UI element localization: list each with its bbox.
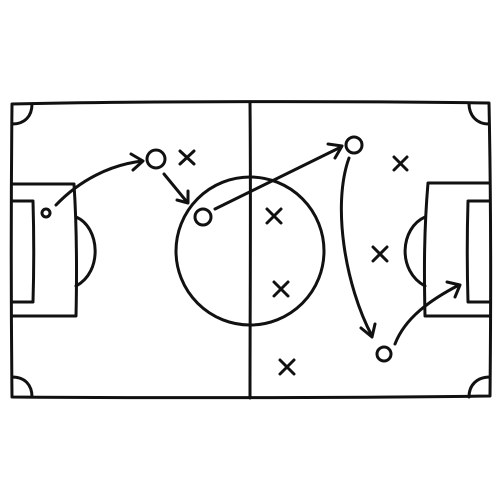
player-o3 — [193, 207, 213, 227]
player-x4 — [278, 358, 296, 376]
player-x2 — [265, 207, 283, 225]
movement-arrow-o2-to-o3 — [162, 172, 189, 204]
arrowhead-o2-to-o3 — [175, 189, 190, 205]
player-o2 — [145, 148, 167, 170]
left-goal-area — [10, 199, 36, 304]
corner-arc-top-right — [467, 101, 491, 126]
pitch — [9, 100, 493, 400]
player-x6 — [371, 245, 389, 263]
movement-arrow-o3-to-o4 — [213, 145, 343, 211]
player-x5 — [392, 155, 409, 172]
movement-arrow-o4-to-o5 — [339, 156, 374, 338]
player-x3 — [272, 280, 290, 298]
player-o1 — [40, 207, 52, 219]
arrowhead-o3-to-o4 — [326, 142, 344, 160]
corner-arc-bottom-right — [467, 375, 492, 399]
right-penalty-arc — [403, 215, 427, 288]
player-o5 — [375, 345, 393, 363]
movement-arrows — [54, 142, 462, 346]
arrowhead-o1-to-o2 — [129, 152, 145, 172]
corner-arc-bottom-left — [10, 375, 34, 399]
arrowhead-o4-to-o5 — [359, 322, 377, 339]
pitch-boundary — [9, 100, 493, 400]
right-goal-area — [465, 199, 491, 304]
arrowhead-o5-to-goal — [445, 280, 462, 299]
left-penalty-area — [10, 182, 79, 318]
movement-arrow-o1-to-o2 — [54, 159, 144, 207]
left-penalty-arc — [74, 215, 97, 288]
corner-arc-top-left — [10, 102, 34, 126]
player-x1 — [178, 149, 196, 166]
player-o4 — [344, 135, 364, 155]
defending-players — [178, 149, 409, 376]
center-circle — [174, 175, 326, 327]
attacking-players — [40, 135, 393, 363]
right-penalty-area — [422, 181, 491, 318]
movement-arrow-o5-to-goal — [393, 283, 461, 346]
